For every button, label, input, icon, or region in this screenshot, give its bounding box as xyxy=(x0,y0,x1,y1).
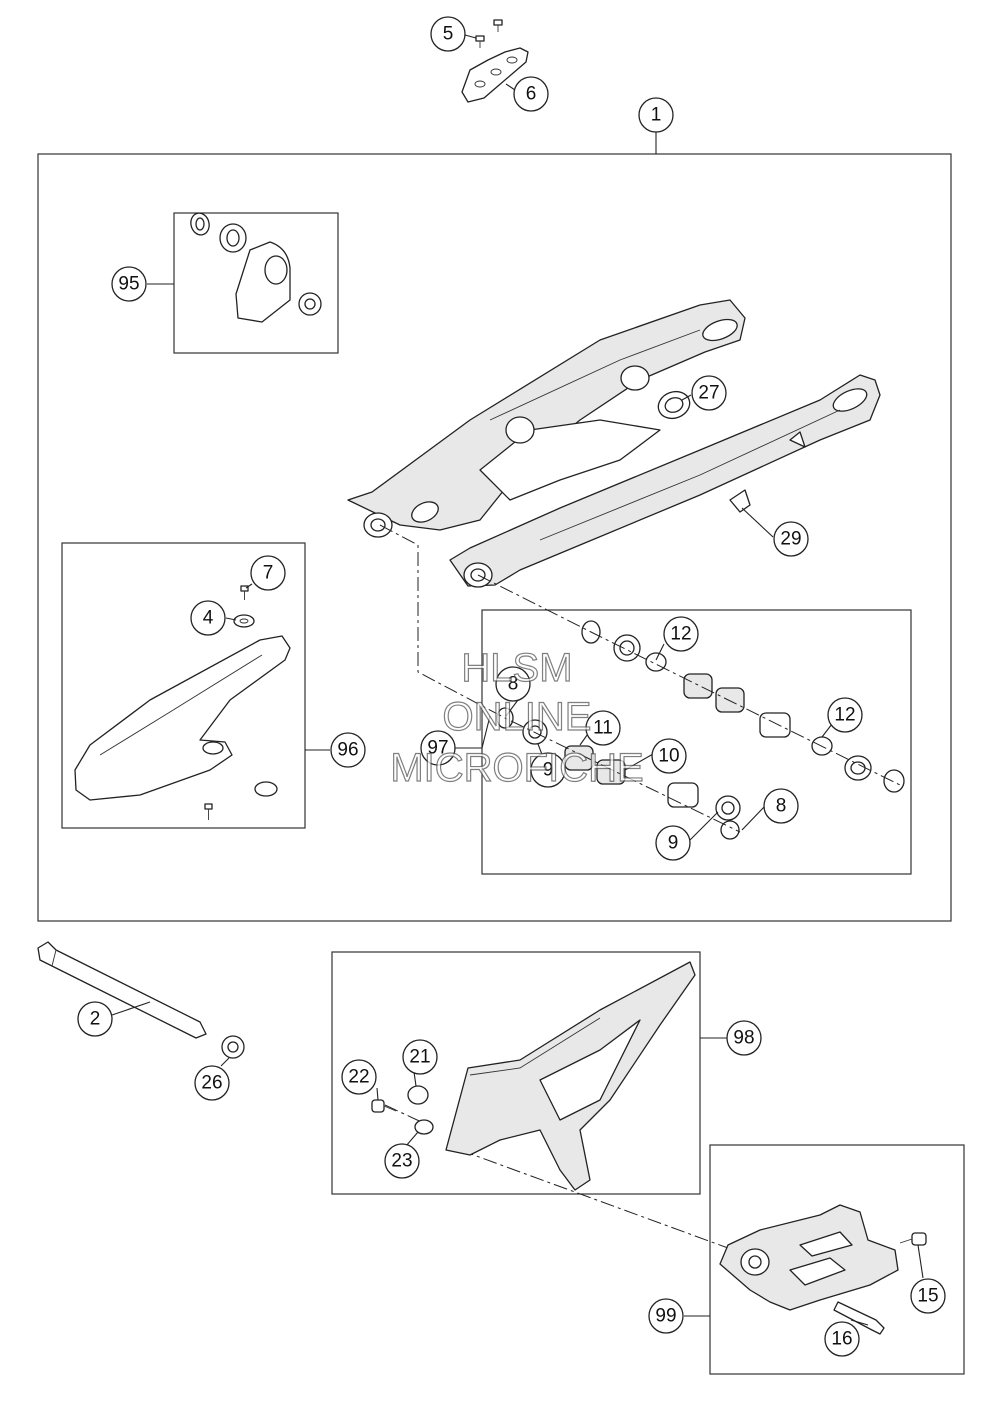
callout-11[interactable]: 11 xyxy=(585,710,621,746)
callout-8-lower-label: 8 xyxy=(776,796,787,817)
bearing-kit-frame xyxy=(481,609,912,875)
axis-line-lower xyxy=(379,524,741,833)
axis-line-bolt xyxy=(384,1104,431,1127)
callout-9-upper-label: 9 xyxy=(543,760,554,781)
callout-21-label: 21 xyxy=(409,1047,430,1068)
callout-8-lower[interactable]: 8 xyxy=(763,788,799,824)
callout-2-label: 2 xyxy=(90,1009,101,1030)
callout-10[interactable]: 10 xyxy=(651,738,687,774)
callout-16[interactable]: 16 xyxy=(824,1321,860,1357)
axis-line-guide xyxy=(459,1149,729,1249)
callout-9-lower-label: 9 xyxy=(668,833,679,854)
chain-guide-kit-parts xyxy=(719,1204,927,1335)
callout-27[interactable]: 27 xyxy=(691,375,727,411)
callout-16-label: 16 xyxy=(831,1329,852,1350)
callout-12-upper[interactable]: 12 xyxy=(663,616,699,652)
callout-97[interactable]: 97 xyxy=(420,730,456,766)
callout-99[interactable]: 99 xyxy=(648,1298,684,1334)
callout-1[interactable]: 1 xyxy=(638,97,674,133)
callout-95[interactable]: 95 xyxy=(111,266,147,302)
callout-4-label: 4 xyxy=(203,608,214,629)
callout-12-lower[interactable]: 12 xyxy=(827,697,863,733)
chain-slider-kit-frame xyxy=(61,542,306,829)
callout-2[interactable]: 2 xyxy=(77,1001,113,1037)
callout-1-label: 1 xyxy=(651,105,662,126)
axle-part xyxy=(37,941,207,1039)
callout-23-label: 23 xyxy=(391,1151,412,1172)
swingarm-part xyxy=(347,299,881,588)
chain-guard-kit-frame xyxy=(331,951,701,1195)
callout-22[interactable]: 22 xyxy=(341,1059,377,1095)
watermark-line-1: HLSM xyxy=(461,646,572,690)
chain-guard-kit-parts xyxy=(371,961,696,1191)
watermark-line-2: ONLINE xyxy=(443,695,592,739)
callout-96-label: 96 xyxy=(337,740,358,761)
watermark: HLSM ONLINE MICROFICHE xyxy=(390,645,645,790)
callout-6[interactable]: 6 xyxy=(513,76,549,112)
callout-97-label: 97 xyxy=(427,738,448,759)
callout-29-label: 29 xyxy=(780,529,801,550)
callout-7-label: 7 xyxy=(263,563,274,584)
axis-line-upper xyxy=(477,574,901,786)
bearing-kit-parts xyxy=(496,620,905,840)
callout-6-label: 6 xyxy=(526,84,537,105)
callout-95-label: 95 xyxy=(118,274,139,295)
callout-29[interactable]: 29 xyxy=(773,521,809,557)
callout-5[interactable]: 5 xyxy=(430,16,466,52)
callout-12-lower-label: 12 xyxy=(834,705,855,726)
chain-slider-kit-parts xyxy=(74,585,291,820)
screw-5-part xyxy=(475,19,503,48)
chain-guide-kit-frame xyxy=(709,1144,965,1375)
callout-96[interactable]: 96 xyxy=(330,732,366,768)
callout-8-upper[interactable]: 8 xyxy=(495,666,531,702)
seal-27-part xyxy=(657,390,691,420)
callout-15-label: 15 xyxy=(917,1286,938,1307)
callout-98[interactable]: 98 xyxy=(726,1020,762,1056)
callout-9-upper[interactable]: 9 xyxy=(530,752,566,788)
callout-7[interactable]: 7 xyxy=(250,555,286,591)
callout-4[interactable]: 4 xyxy=(190,600,226,636)
callout-5-label: 5 xyxy=(443,24,454,45)
callout-9-lower[interactable]: 9 xyxy=(655,825,691,861)
callout-12-upper-label: 12 xyxy=(670,624,691,645)
callout-99-label: 99 xyxy=(655,1306,676,1327)
callout-23[interactable]: 23 xyxy=(384,1143,420,1179)
callout-21[interactable]: 21 xyxy=(402,1039,438,1075)
callout-26[interactable]: 26 xyxy=(194,1065,230,1101)
watermark-line-3: MICROFICHE xyxy=(390,746,643,790)
bushing-kit-parts xyxy=(190,212,322,323)
callout-98-label: 98 xyxy=(733,1028,754,1049)
bushing-kit-frame xyxy=(173,212,339,354)
nut-part xyxy=(221,1035,245,1059)
swingarm-assembly-frame xyxy=(37,153,952,922)
callout-11-label: 11 xyxy=(593,718,613,739)
callout-22-label: 22 xyxy=(348,1067,369,1088)
guard-6-part xyxy=(461,47,529,103)
callout-8-upper-label: 8 xyxy=(508,674,519,695)
callout-15[interactable]: 15 xyxy=(910,1278,946,1314)
callout-10-label: 10 xyxy=(658,746,679,767)
callout-27-label: 27 xyxy=(698,383,719,404)
callout-26-label: 26 xyxy=(201,1073,222,1094)
